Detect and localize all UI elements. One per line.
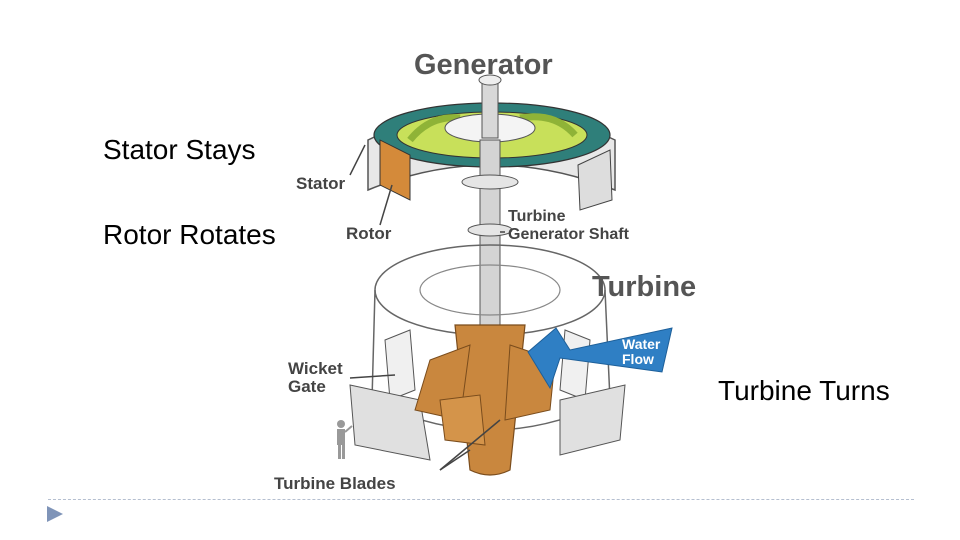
- water-arrow-body: [527, 327, 673, 390]
- water-flow-label-2: Flow: [622, 351, 654, 367]
- turbine-housing: [349, 244, 626, 461]
- stator-stays-caption: Stator Stays: [103, 134, 256, 165]
- stator-copper-edge: [379, 139, 411, 201]
- shaft: [461, 74, 519, 351]
- stator-front-segment: [577, 149, 613, 211]
- shaft-upper: [481, 77, 499, 139]
- shaft-coupling-upper: [461, 174, 519, 190]
- base-block-left: [349, 384, 431, 461]
- rotor-arrow-right: [519, 113, 578, 138]
- wicket-gate-label-2: Gate: [288, 377, 326, 396]
- turbine-label: Turbine: [592, 271, 696, 303]
- shaft-coupling-lower: [467, 223, 513, 237]
- water-flow-label-1: Water: [622, 336, 661, 352]
- shaft-label-1: Turbine: [508, 208, 566, 225]
- wicket-gate-label-1: Wicket: [288, 359, 343, 378]
- leader-lines: [349, 144, 505, 471]
- rotor-label: Rotor: [346, 224, 392, 243]
- footer-divider: [48, 499, 914, 500]
- shaft-label-2: Generator Shaft: [508, 226, 630, 243]
- base-block-right: [559, 384, 626, 456]
- turbine-blades-label: Turbine Blades: [274, 474, 396, 493]
- wicket-gate-left: [384, 329, 416, 401]
- stator-label: Stator: [296, 174, 346, 193]
- rotor-arrow-left: [407, 114, 461, 143]
- housing-inner-ring: [419, 264, 561, 316]
- rotor-rotates-caption: Rotor Rotates: [103, 219, 276, 250]
- person-scale-icon: [337, 420, 353, 459]
- blade-front: [439, 394, 486, 446]
- bullet-triangle-icon: [47, 506, 63, 522]
- shaft-top-cap: [478, 74, 502, 86]
- turbine-turns-caption: Turbine Turns: [718, 375, 890, 406]
- generator-label: Generator: [414, 49, 553, 81]
- water-flow-arrow: Water Flow: [527, 327, 673, 390]
